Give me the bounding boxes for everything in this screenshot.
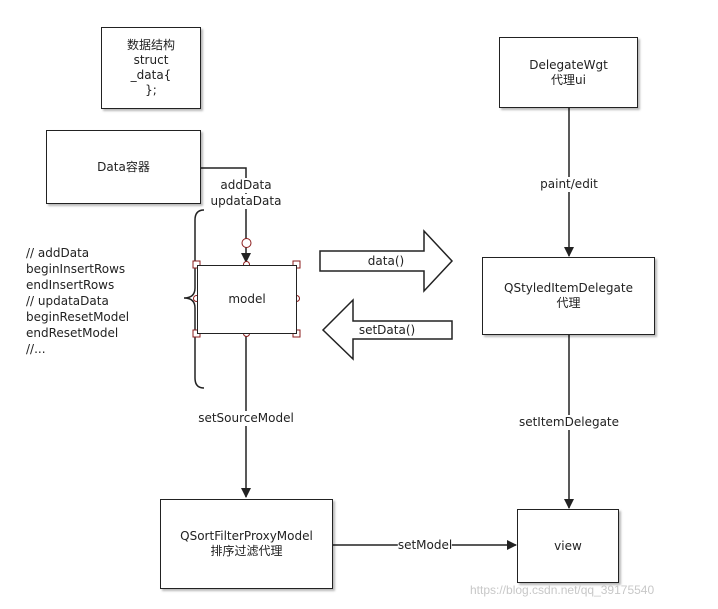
box-view: view [517,509,619,583]
edge-container-to-model [201,167,251,263]
box-data-container: Data容器 [46,130,201,204]
label-set-source-model: setSourceModel [198,411,294,426]
label-update-data: updataData [210,194,282,209]
watermark: https://blog.csdn.net/qq_39175540 [470,583,655,597]
block-arrow-data [319,229,454,293]
note-line: beginResetModel [26,310,130,324]
block-arrow-setdata [321,298,453,361]
note-line: endInsertRows [26,278,115,292]
box-data-struct: 数据结构 struct _data{ }; [101,27,201,109]
label-data: data() [367,254,405,268]
box-delegate-wgt: DelegateWgt 代理ui [499,37,638,108]
note-line: beginInsertRows [26,262,126,276]
label-paint-edit: paint/edit [540,177,598,192]
box-model: model [197,265,297,334]
note-line: // updataData [26,294,109,308]
note-line: // addData [26,246,90,260]
box-proxy-model: QSortFilterProxyModel 排序过滤代理 [160,499,333,589]
label-set-item-delegate: setItemDelegate [518,415,620,430]
curly-brace [183,209,205,389]
box-styled-item-delegate: QStyledItemDelegate 代理 [482,257,655,335]
model-notes: // addData beginInsertRows endInsertRows… [26,245,129,357]
note-line: //... [26,342,46,356]
label-set-model: setModel [397,538,453,553]
label-set-data: setData() [358,323,416,337]
note-line: endResetModel [26,326,119,340]
label-add-data: addData [220,178,272,193]
